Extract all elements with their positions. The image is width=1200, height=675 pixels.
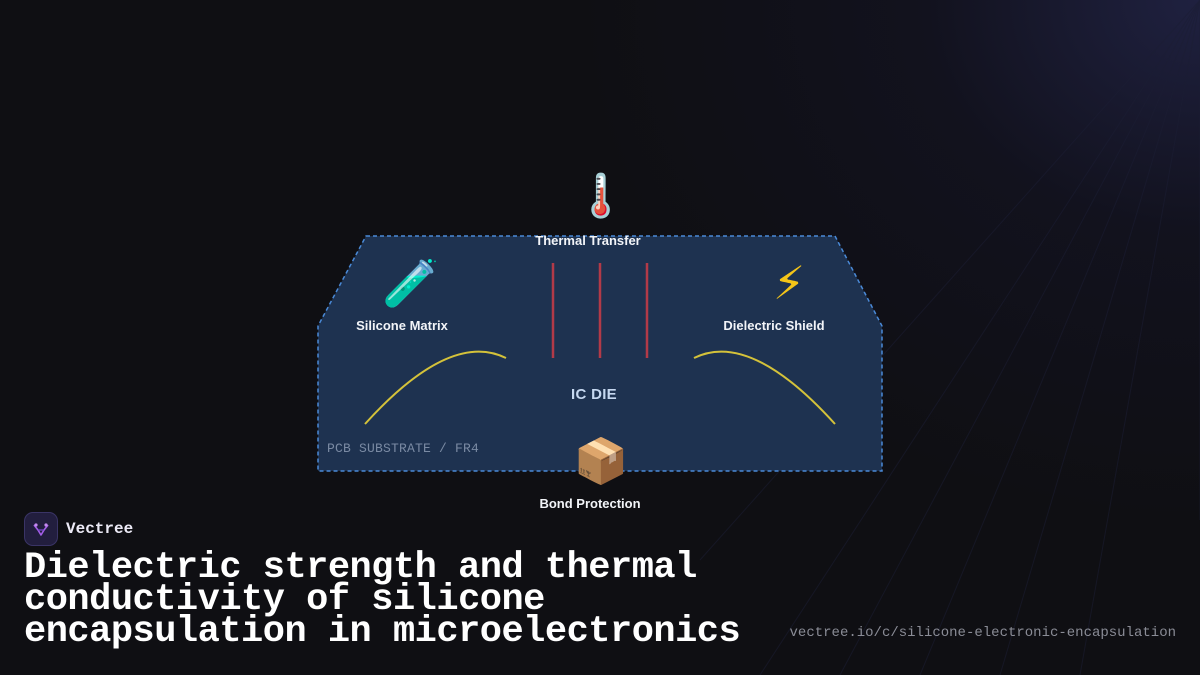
- bond-wire-left: [364, 350, 507, 425]
- page-title: Dielectric strength and thermal conducti…: [24, 547, 741, 653]
- brand: Vectree: [24, 512, 133, 546]
- vectree-logo-icon: [24, 512, 58, 546]
- dielectric-shield-label: Dielectric Shield: [723, 318, 825, 333]
- bond-protection-label: Bond Protection: [539, 496, 641, 511]
- brand-name: Vectree: [66, 520, 134, 538]
- test-tube-icon: 🧪: [382, 256, 440, 310]
- package-icon: 📦: [573, 436, 629, 487]
- bond-wire-right: [693, 350, 836, 425]
- lightning-icon: ⚡: [772, 256, 806, 310]
- silicone-matrix-label: Silicone Matrix: [356, 318, 448, 333]
- heat-flow-lines: [551, 263, 649, 358]
- bond-wires: [364, 350, 836, 425]
- source-url[interactable]: vectree.io/c/silicone-electronic-encapsu…: [789, 625, 1176, 641]
- thermometer-icon: 🌡️: [574, 171, 628, 220]
- thermal-transfer-label: Thermal Transfer: [535, 233, 641, 248]
- substrate-label: PCB SUBSTRATE / FR4: [327, 441, 480, 456]
- chip-label: IC DIE: [571, 386, 617, 403]
